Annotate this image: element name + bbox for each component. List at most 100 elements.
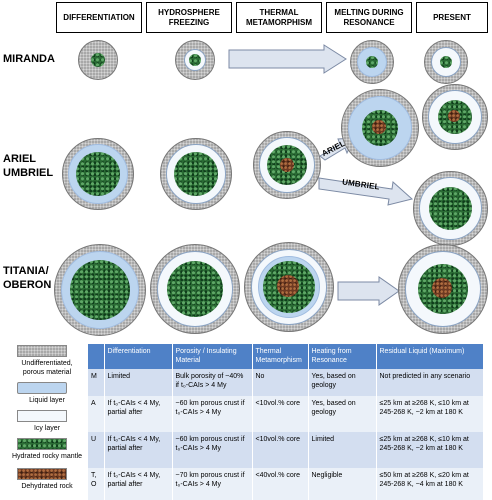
ariel-umbriel-hydrated-mantle: [267, 145, 307, 185]
legend-dehydrated-rock-label: Dehydrated rock: [21, 483, 73, 490]
table-cell-differentiation: If t₀-CAIs < 4 My, partial after: [104, 396, 173, 432]
umbriel-icy-layer: [419, 177, 482, 240]
titania-oberon-icy-layer: [405, 251, 481, 327]
ariel-melting-resonance: [341, 89, 419, 167]
ariel-umbriel-icy-layer: [259, 137, 315, 193]
table-cell-porosity: ~60 km porous crust if t₀-CAIs > 4 My: [172, 432, 253, 468]
table-cell-residual-liquid: ≤50 km at ≥268 K, ≤20 km at 245-268 K, ~…: [376, 468, 484, 500]
titania-oberon-icy-layer: [157, 251, 233, 327]
ariel-hydrated-mantle: [438, 100, 472, 134]
table-cell-porosity: Bulk porosity of ~40% if t₀-CAIs > 4 My: [172, 369, 253, 396]
table-header-row: Differentiation Porosity / Insulating Ma…: [88, 344, 484, 369]
legend-liquid-label: Liquid layer: [29, 397, 65, 404]
legend-icy-label: Icy layer: [33, 425, 61, 432]
ariel-umbriel-thermal-metamorphism: [253, 131, 321, 199]
header-melting-during-resonance: MELTING DURING RESONANCE: [326, 2, 412, 33]
miranda-hydrosphere-freezing: [175, 40, 215, 80]
table-cell-residual-liquid: ≤25 km at ≥268 K, ≤10 km at 245-268 K, ~…: [376, 432, 484, 468]
miranda-icy-layer: [431, 47, 461, 77]
titania-oberon-differentiation: [54, 244, 146, 336]
table-cell-porosity: ~60 km porous crust if t₀-CAIs > 4 My: [172, 396, 253, 432]
header-thermal-metamorphism: THERMAL METAMORPHISM: [236, 2, 322, 33]
table-cell-moon: U: [88, 432, 105, 468]
titania-oberon-liquid-layer: [258, 256, 320, 318]
miranda-hydrated-core: [440, 56, 452, 68]
table-cell-heating: Negligible: [308, 468, 377, 500]
ariel-umbriel-differentiation: [62, 138, 134, 210]
legend-hydrated-rock-swatch: [17, 438, 67, 450]
titania-oberon-hydrated-mantle: [418, 264, 468, 314]
titania-oberon-icy-layer: [251, 249, 327, 325]
legend-hydrated-rock-label: Hydrated rocky mantle: [11, 453, 83, 460]
table-cell-heating: Limited: [308, 432, 377, 468]
table-cell-heating: Yes, based on geology: [308, 396, 377, 432]
miranda-hydrated-core: [91, 53, 105, 67]
titania-oberon-thermal-metamorphism: [244, 242, 334, 332]
table-header-moon: [88, 344, 105, 369]
titania-oberon-hydrated-mantle: [167, 261, 223, 317]
table-header-thermal-metamorphism: Thermal Metamorphism: [252, 344, 309, 369]
miranda-hydrated-core: [189, 54, 201, 66]
table-cell-thermal-metamorphism: <10vol.% core: [252, 396, 309, 432]
table-header-porosity: Porosity / Insulating Material: [172, 344, 253, 369]
titania-oberon-hydrated-mantle: [263, 261, 315, 313]
header-hydrosphere-freezing: HYDROSPHERE FREEZING: [146, 2, 232, 33]
table-cell-heating: Yes, based on geology: [308, 369, 377, 396]
miranda-melting-resonance: [350, 40, 394, 84]
titania-oberon-arrow: [337, 276, 400, 306]
ariel-umbriel-hydrated-mantle: [174, 152, 218, 196]
table-cell-moon: M: [88, 369, 105, 396]
summary-table: Differentiation Porosity / Insulating Ma…: [88, 344, 484, 500]
table-row: U If t₀-CAIs < 4 My, partial after ~60 k…: [88, 432, 484, 468]
table-row: A If t₀-CAIs < 4 My, partial after ~60 k…: [88, 396, 484, 432]
table-cell-differentiation: If t₀-CAIs < 4 My, partial after: [104, 468, 173, 500]
table-cell-thermal-metamorphism: <40vol.% core: [252, 468, 309, 500]
legend-dehydrated-rock-swatch: [17, 468, 67, 480]
ariel-hydrated-mantle: [362, 110, 398, 146]
table-cell-residual-liquid: Not predicted in any scenario: [376, 369, 484, 396]
table-cell-thermal-metamorphism: <10vol.% core: [252, 432, 309, 468]
legend-icy-swatch: [17, 410, 67, 422]
table-cell-porosity: ~70 km porous crust if t₀-CAIs > 4 My: [172, 468, 253, 500]
umbriel-arrow: [318, 177, 414, 206]
legend-liquid-swatch: [17, 382, 67, 394]
titania-oberon-dehydrated-core: [432, 278, 452, 298]
umbriel-present: [413, 171, 488, 246]
miranda-hydrated-core: [366, 56, 378, 68]
titania-oberon-hydrosphere-freezing: [150, 244, 240, 334]
miranda-arrow: [228, 44, 347, 74]
table-cell-moon: A: [88, 396, 105, 432]
row-label-titania-oberon: TITANIA/ OBERON: [3, 265, 52, 291]
row-label-miranda: MIRANDA: [3, 53, 55, 65]
table-cell-residual-liquid: ≤25 km at ≥268 K, ≤10 km at 245-268 K, ~…: [376, 396, 484, 432]
table-cell-differentiation: Limited: [104, 369, 173, 396]
table-header-heating: Heating from Resonance: [308, 344, 377, 369]
ariel-icy-layer: [428, 90, 482, 144]
table-header-differentiation: Differentiation: [104, 344, 173, 369]
ariel-present: [422, 84, 488, 150]
legend-porous-swatch: [17, 345, 67, 357]
table-cell-moon: T, O: [88, 468, 105, 500]
ariel-umbriel-hydrosphere-freezing: [160, 138, 232, 210]
titania-oberon-hydrated-mantle: [70, 260, 130, 320]
titania-oberon-dehydrated-core: [277, 275, 299, 297]
miranda-icy-layer: [184, 49, 206, 71]
ariel-dehydrated-core: [448, 110, 460, 122]
row-label-ariel-umbriel: ARIEL UMBRIEL: [3, 153, 54, 179]
titania-oberon-liquid-layer: [61, 251, 139, 329]
table-header-residual-liquid: Residual Liquid (Maximum): [376, 344, 484, 369]
table-row: T, O If t₀-CAIs < 4 My, partial after ~7…: [88, 468, 484, 500]
ariel-umbriel-dehydrated-core: [280, 158, 294, 172]
miranda-liquid-layer: [357, 47, 387, 77]
table-row: M Limited Bulk porosity of ~40% if t₀-CA…: [88, 369, 484, 396]
ariel-umbriel-liquid-layer: [68, 144, 128, 204]
legend-porous-label: Undifferentiated, porous material: [21, 360, 73, 377]
ariel-umbriel-hydrated-mantle: [76, 152, 120, 196]
miranda-differentiation: [78, 40, 118, 80]
table-cell-thermal-metamorphism: No: [252, 369, 309, 396]
table-cell-differentiation: If t₀-CAIs < 4 My, partial after: [104, 432, 173, 468]
miranda-present: [424, 40, 468, 84]
titania-oberon-present: [398, 244, 488, 334]
header-differentiation: DIFFERENTIATION: [56, 2, 142, 33]
ariel-liquid-layer: [348, 96, 412, 160]
